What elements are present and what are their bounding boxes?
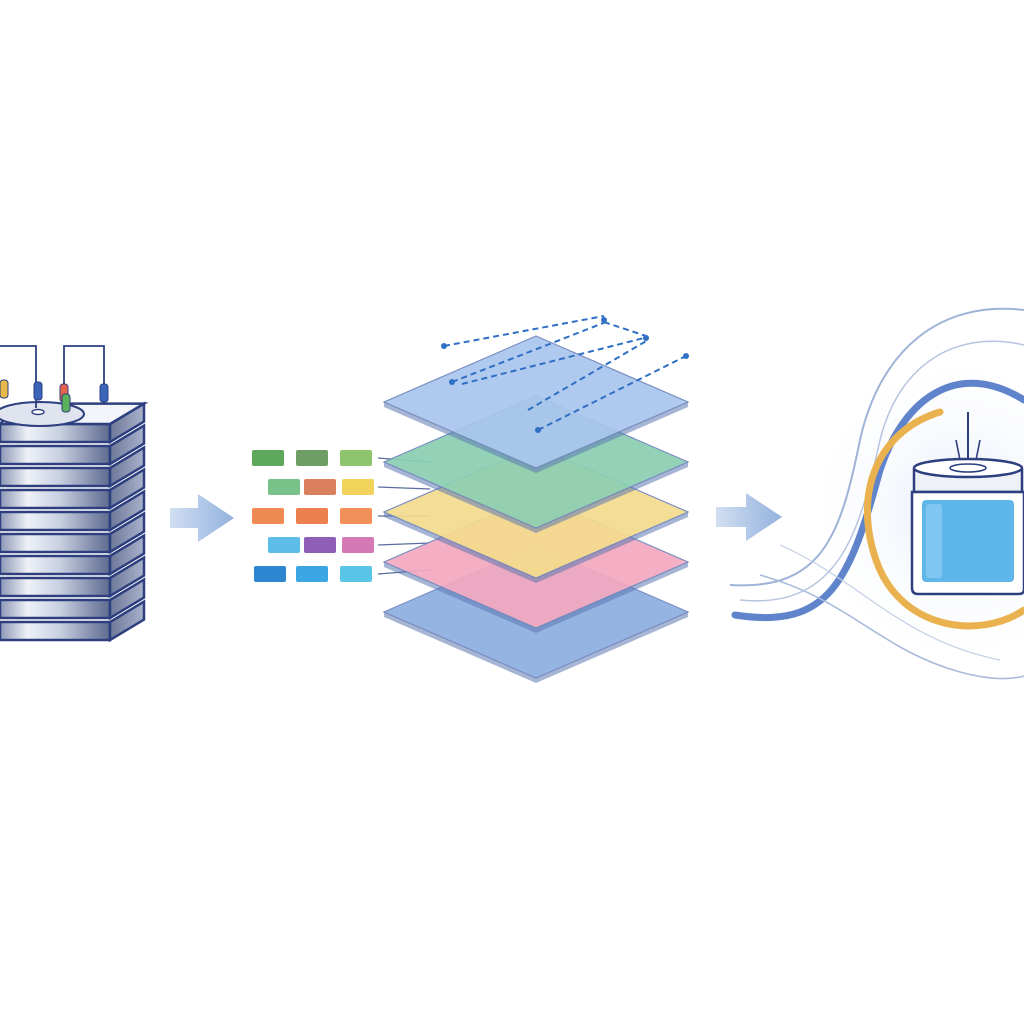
data-block <box>296 450 328 466</box>
annotation-lines <box>441 315 689 433</box>
server-stack-icon <box>0 345 149 643</box>
server-plate <box>0 511 146 555</box>
probe <box>33 381 43 401</box>
layer-stack-icon <box>382 315 690 683</box>
server-plate <box>0 533 146 577</box>
data-blocks-grid <box>252 450 431 582</box>
data-block <box>340 450 372 466</box>
probe <box>0 379 9 399</box>
server-plate <box>0 599 146 643</box>
data-block <box>268 479 300 495</box>
server-plate <box>0 467 146 511</box>
data-block <box>304 537 336 553</box>
data-block <box>304 479 336 495</box>
probe <box>99 383 109 403</box>
data-block <box>342 479 374 495</box>
data-block <box>252 450 284 466</box>
server-plate <box>0 445 146 489</box>
data-block <box>342 537 374 553</box>
data-block <box>340 566 372 582</box>
server-plate <box>0 423 146 467</box>
server-plate <box>0 489 146 533</box>
right-arrow-icon <box>170 494 234 542</box>
jar-icon <box>910 412 1024 596</box>
right-arrow-icon <box>716 493 782 541</box>
data-block <box>268 537 300 553</box>
server-plate <box>0 555 146 599</box>
server-plate <box>0 577 146 621</box>
data-block <box>296 566 328 582</box>
data-block <box>296 508 328 524</box>
data-block <box>252 508 284 524</box>
data-block <box>340 508 372 524</box>
data-block <box>254 566 286 582</box>
probe <box>61 393 71 413</box>
